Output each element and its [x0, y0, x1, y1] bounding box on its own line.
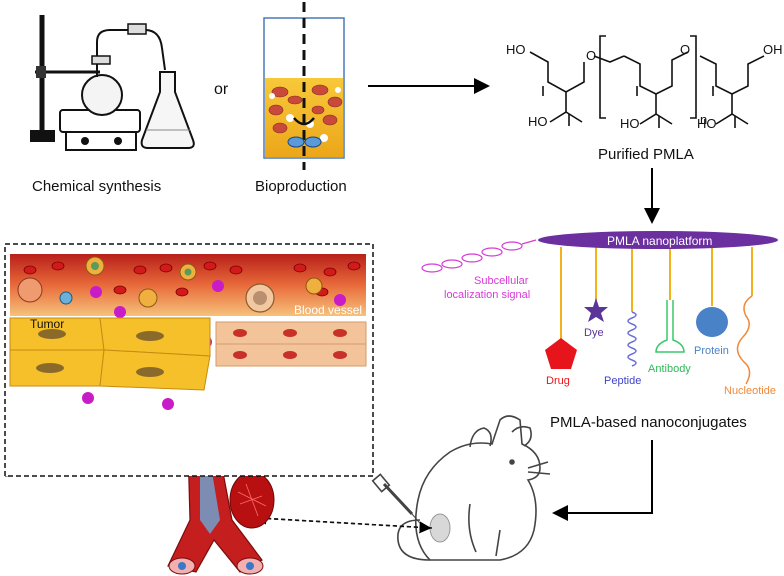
chemical-synthesis-apparatus-icon: [30, 15, 195, 151]
structure-ho-bottom3: HO: [697, 116, 717, 131]
structure-oh-right: OH: [763, 42, 783, 57]
nanoplatform-title: PMLA nanoplatform: [607, 234, 712, 248]
structure-o1: O: [586, 48, 596, 63]
purified-pmla-label: Purified PMLA: [598, 146, 694, 163]
structure-ho-bottom1: HO: [528, 114, 548, 129]
subcellular-label-line2: localization signal: [444, 289, 530, 301]
dye-star-icon: [584, 298, 608, 322]
subcellular-label-line1: Subcellular: [474, 275, 529, 287]
nucleotide-label: Nucleotide: [724, 385, 776, 397]
antibody-icon: [655, 300, 685, 353]
peptide-coil-icon: [627, 311, 637, 367]
nucleotide-strand-icon: [736, 295, 753, 385]
pmla-nanoplatform-bar: [538, 231, 778, 249]
antibody-label: Antibody: [648, 363, 691, 375]
structure-n: n: [700, 112, 707, 127]
structure-ho-left: HO: [506, 42, 526, 57]
bioproduction-label: Bioproduction: [255, 178, 347, 195]
tumor-label: Tumor: [30, 317, 64, 331]
blood-vessel-label: Blood vessel: [294, 303, 362, 317]
blood-vessel-bifurcation-icon: [167, 445, 275, 575]
or-label: or: [214, 81, 229, 98]
protein-sphere-icon: [696, 307, 728, 337]
bioproduction-beaker-icon: [263, 2, 345, 170]
drug-pentagon-icon: [545, 338, 577, 369]
mouse-with-syringe-icon: [371, 415, 551, 561]
pmla-structure: [529, 35, 765, 128]
arrow-to-mouse: [552, 440, 653, 521]
structure-o2: O: [680, 42, 690, 57]
protein-label: Protein: [694, 345, 729, 357]
tissue-illustration: [9, 254, 367, 410]
drug-label: Drug: [546, 375, 570, 387]
pmla-nanoplatform: PMLA nanoplatform Subcellular localizati…: [421, 231, 778, 397]
peptide-label: Peptide: [604, 375, 641, 387]
dye-label: Dye: [584, 327, 604, 339]
injection-site: [429, 513, 451, 543]
structure-ho-bottom2: HO: [620, 116, 640, 131]
subcellular-signal-chain-icon: [421, 239, 537, 273]
chemical-synthesis-label: Chemical synthesis: [32, 178, 161, 195]
nanoconjugates-caption: PMLA-based nanoconjugates: [550, 414, 747, 431]
